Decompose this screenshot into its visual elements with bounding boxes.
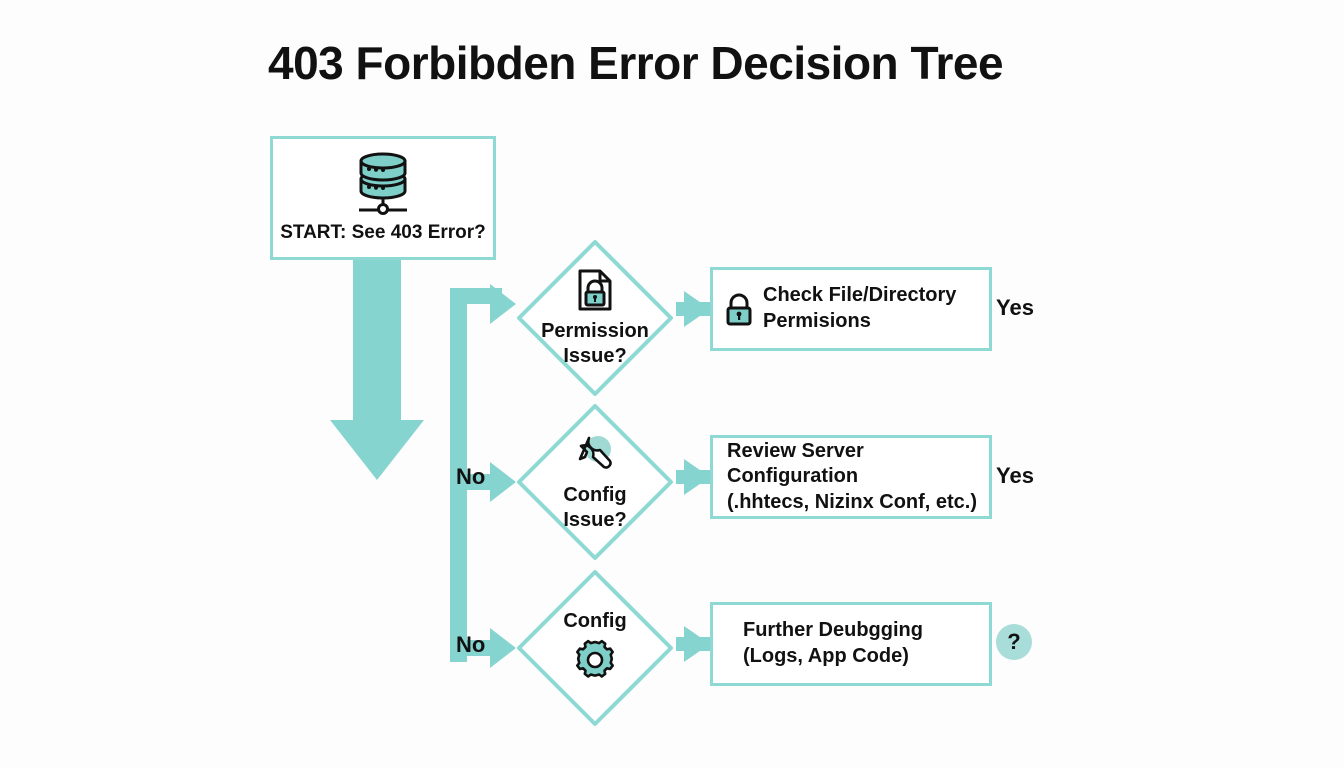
decision-permission-issue[interactable]: Permission Issue? [515,238,675,398]
edge-label-no-1: No [456,464,486,489]
diamond-shape [517,404,673,560]
document-lock-icon [576,268,614,317]
result-label: Review Server Configuration (.hhtecs, Ni… [727,439,978,513]
gear-icon [573,638,617,687]
arrow-start-down [330,258,424,480]
result-check-permissions[interactable]: Check File/Directory Permisions [710,267,992,351]
decision-label: Config [563,610,627,633]
start-node-label: START: See 403 Error? [280,222,486,243]
start-node[interactable]: START: See 403 Error? [270,136,496,260]
arrow-branch-permission [450,284,516,324]
decision-config-issue[interactable]: Config Issue? [515,402,675,562]
result-review-config[interactable]: Review Server Configuration (.hhtecs, Ni… [710,435,992,519]
decision-label: Permission Issue? [541,320,649,367]
edge-label-yes-1: Yes [996,295,1034,320]
database-stack-icon [351,151,415,222]
padlock-icon [723,290,755,328]
arrow-config-issue-to-result [676,459,710,495]
result-label: Further Deubgging (Logs, App Code) [743,619,923,667]
edge-label-yes-2: Yes [996,463,1034,488]
result-further-debugging[interactable]: Further Deubgging (Logs, App Code) [710,602,992,686]
result-label: Check File/Directory Permisions [763,284,957,332]
wrench-icon [572,432,618,481]
diamond-shape [517,240,673,396]
edge-label-no-2: No [456,632,486,657]
question-badge: ? [996,624,1032,660]
arrow-permission-to-result [676,291,710,327]
decision-label: Config Issue? [563,484,627,531]
decision-config[interactable]: Config [515,568,675,728]
arrow-config-to-result [676,626,710,662]
page-title: 403 Forbibden Error Decision Tree [268,37,1004,89]
